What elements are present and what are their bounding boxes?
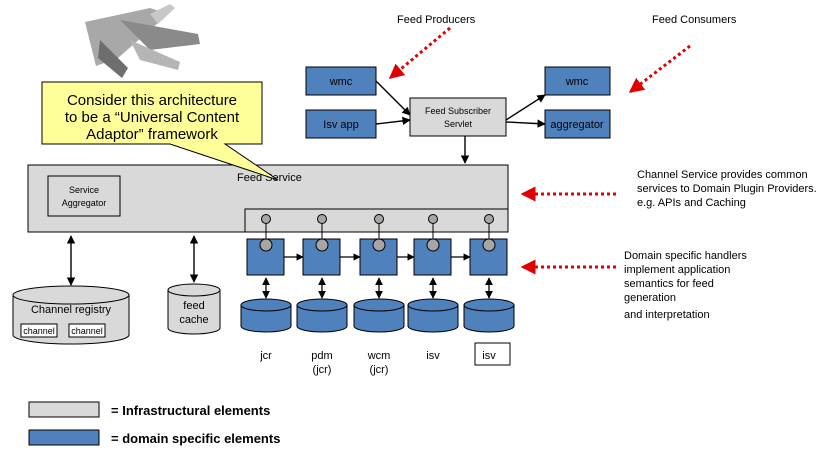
channel-registry-cylinder: Channel registry channel channel [12, 285, 130, 345]
legend-infra-label: = Infrastructural elements [111, 403, 270, 418]
handler-label: pdm [311, 350, 332, 362]
producer-wmc-box: wmc [305, 66, 377, 96]
handler-plug [259, 238, 273, 252]
callout-line1: Consider this architecture [67, 92, 237, 109]
domain-handlers-note-line2: implement application [624, 264, 730, 276]
handler-plug [315, 238, 329, 252]
consumer-aggregator-label: aggregator [550, 119, 604, 131]
plugin-socket [484, 214, 494, 224]
store-connectors [66, 235, 199, 286]
handler-sublabel: (jcr) [313, 364, 332, 376]
domain-handlers-note-line3: semantics for feed [624, 278, 714, 290]
channel-entry-1-label: channel [23, 326, 55, 336]
top-connectors [375, 80, 546, 164]
legend: = Infrastructural elements = domain spec… [28, 401, 280, 446]
domain-handlers-note-line5: and interpretation [624, 309, 710, 321]
red-pointer-arrows [388, 26, 691, 275]
feed-consumers-label: Feed Consumers [652, 14, 737, 26]
feed-subscriber-servlet-box: Feed Subscriber Servlet [409, 97, 507, 137]
service-aggregator-line1: Service [69, 185, 99, 195]
producers-pointer-arrow [388, 26, 451, 80]
consumer-aggregator-box: aggregator [544, 109, 611, 139]
handler-label: isv [482, 350, 496, 362]
handler-sublabel: (jcr) [370, 364, 389, 376]
domain-handlers: jcr pdm (jcr) wcm (jcr) isv isv [240, 214, 515, 376]
isv-label-frame [474, 342, 511, 366]
domain-store-top [240, 298, 292, 312]
producer-isv-app-label: Isv app [323, 119, 358, 131]
handler-plug [482, 238, 496, 252]
legend-domain-swatch [28, 429, 100, 446]
domain-handlers-note-line4: generation [624, 292, 676, 304]
handler-label: jcr [259, 350, 272, 362]
callout-line2: to be a “Universal Content [65, 109, 240, 126]
feed-service-label: Feed Service [237, 172, 302, 184]
service-aggregator-line2: Aggregator [62, 198, 107, 208]
universal-content-adaptor-callout: Consider this architecture to be a “Univ… [41, 81, 279, 181]
handler-plug [426, 238, 440, 252]
feed-producers-label: Feed Producers [397, 14, 476, 26]
domain-store-cylinder [407, 305, 459, 333]
channel-entry-2-label: channel [71, 326, 103, 336]
producer-wmc-label: wmc [329, 76, 353, 88]
domain-store-cylinder [353, 305, 405, 333]
callout-line3: Adaptor” framework [86, 126, 218, 143]
domain-handler-box [359, 238, 398, 276]
handler-label: isv [426, 350, 440, 362]
channel-service-note-line3: e.g. APIs and Caching [637, 197, 746, 209]
handler-label: wcm [367, 350, 391, 362]
consumer-wmc-label: wmc [565, 76, 589, 88]
plugin-socket [428, 214, 438, 224]
consumer-wmc-box: wmc [544, 66, 611, 96]
domain-store-cylinder [463, 305, 515, 333]
feed-cache-line1: feed [183, 300, 204, 312]
plugin-socket [261, 214, 271, 224]
legend-infra-swatch [28, 401, 100, 418]
plugin-socket [317, 214, 327, 224]
channel-entry-1 [20, 323, 58, 338]
multitool-illustration [85, 4, 200, 78]
domain-store-top [463, 298, 515, 312]
channel-service-note-line1: Channel Service provides common [637, 169, 808, 181]
subscriber-label-line2: Servlet [444, 119, 473, 129]
domain-store-cylinder [296, 305, 348, 333]
subscriber-label-line1: Feed Subscriber [425, 106, 491, 116]
channel-entry-2 [68, 323, 106, 338]
consumers-pointer-arrow [628, 44, 691, 94]
producer-isv-app-box: Isv app [305, 109, 377, 139]
domain-store-top [407, 298, 459, 312]
feed-cache-cylinder: feed cache [167, 283, 221, 335]
domain-store-top [353, 298, 405, 312]
channel-service-note-line2: services to Domain Plugin Providers. [637, 183, 817, 195]
channel-service-note: Channel Service provides common services… [637, 169, 817, 209]
handler-plug [372, 238, 386, 252]
channel-registry-label: Channel registry [31, 304, 112, 316]
plugin-socket [374, 214, 384, 224]
domain-handlers-note-line1: Domain specific handlers [624, 250, 747, 262]
service-aggregator-box: Service Aggregator [47, 175, 121, 217]
domain-store-cylinder [240, 305, 292, 333]
legend-domain-label: = domain specific elements [111, 431, 280, 446]
domain-handlers-note: Domain specific handlers implement appli… [624, 250, 747, 321]
feed-cache-line2: cache [179, 314, 208, 326]
domain-store-top [296, 298, 348, 312]
